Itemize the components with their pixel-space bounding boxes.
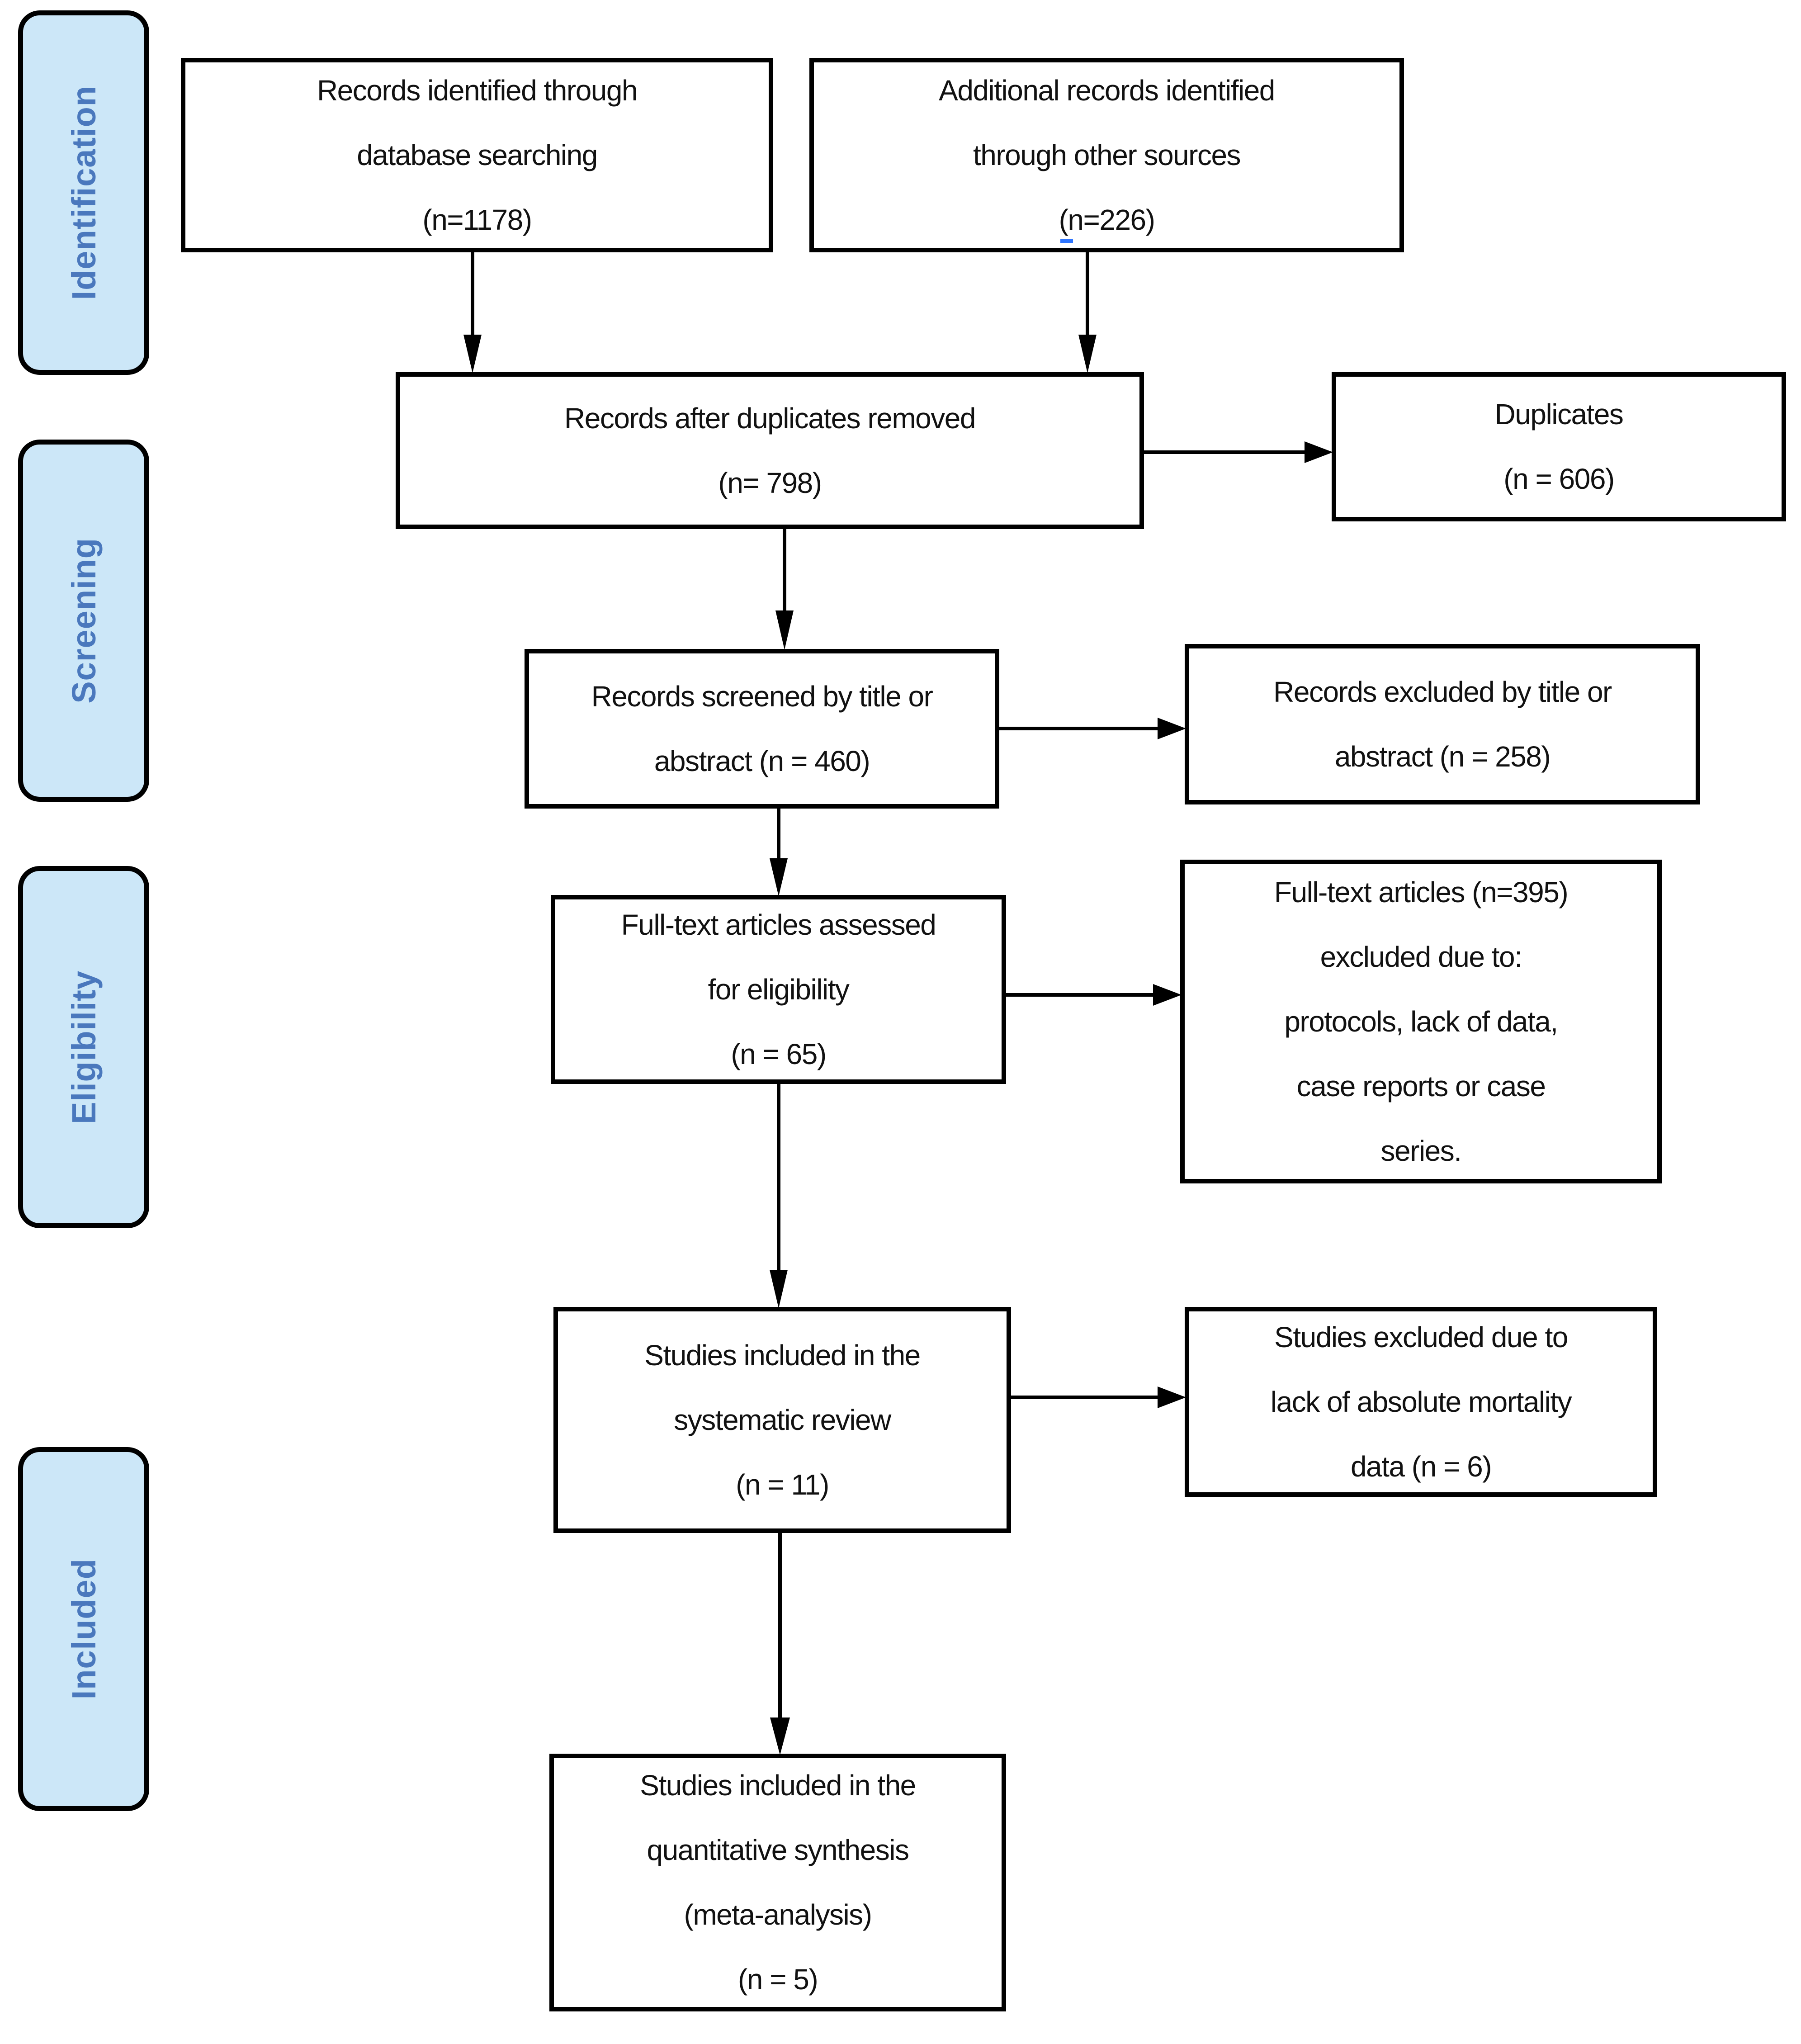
stage-screening-label: Screening <box>65 538 103 704</box>
box-studies-excluded: Studies excluded due to lack of absolute… <box>1185 1307 1657 1497</box>
stage-screening: Screening <box>18 440 149 802</box>
box-line: case reports or case <box>1296 1069 1546 1102</box>
box-line: excluded due to: <box>1320 940 1522 973</box>
box-line: Studies included in the <box>640 1769 916 1802</box>
box-line: Studies included in the <box>644 1339 921 1372</box>
box-line: Records identified through <box>317 74 638 107</box>
box-line: systematic review <box>674 1403 891 1436</box>
box-line: lack of absolute mortality <box>1270 1385 1572 1418</box>
arrow-screened-to-excluded <box>999 718 1186 739</box>
box-line: (n=226) <box>1059 203 1155 236</box>
arrow-fulltext-to-excluded <box>1006 984 1182 1006</box>
box-fulltext-excluded: Full-text articles (n=395) excluded due … <box>1180 860 1662 1183</box>
box-line: Full-text articles assessed <box>621 908 936 941</box>
box-line: quantitative synthesis <box>647 1834 909 1866</box>
box-additional-records: Additional records identified through ot… <box>809 58 1404 252</box>
arrow-fulltext-to-review <box>770 1084 788 1308</box>
arrow-review-to-excluded <box>1011 1386 1186 1408</box>
arrow-review-to-synthesis <box>770 1533 790 1755</box>
box-line: for eligibility <box>708 973 850 1006</box>
arrow-deduped-to-screened <box>775 529 794 650</box>
box-duplicates: Duplicates (n = 606) <box>1332 372 1786 521</box>
box-line: Records after duplicates removed <box>564 402 976 435</box>
box-line: Full-text articles (n=395) <box>1274 875 1569 908</box>
box-line: (n = 5) <box>737 1963 818 1996</box>
stage-eligibility-label: Eligibility <box>65 970 103 1124</box>
box-line: Duplicates <box>1494 398 1624 431</box>
arrow-identified-to-deduped <box>463 252 482 373</box>
box-records-excluded: Records excluded by title or abstract (n… <box>1185 644 1700 804</box>
box-line: Additional records identified <box>939 74 1275 107</box>
box-records-screened: Records screened by title or abstract (n… <box>525 649 999 809</box>
box-systematic-review: Studies included in the systematic revie… <box>553 1307 1011 1533</box>
box-records-identified: Records identified through database sear… <box>181 58 773 252</box>
stage-identification-label: Identification <box>65 85 103 300</box>
box-line: abstract (n = 258) <box>1334 740 1551 773</box>
box-line: series. <box>1380 1134 1462 1167</box>
box-line: Records excluded by title or <box>1273 675 1612 708</box>
box-line: Records screened by title or <box>591 680 933 713</box>
box-line: (n=1178) <box>422 203 532 236</box>
box-line: (n= 798) <box>718 466 822 499</box>
arrow-deduped-to-duplicates <box>1144 441 1333 463</box>
arrow-additional-to-deduped <box>1078 252 1097 373</box>
box-line: (meta-analysis) <box>684 1898 872 1931</box>
box-line: abstract (n = 460) <box>654 744 870 777</box>
box-fulltext-assessed: Full-text articles assessed for eligibil… <box>551 895 1006 1084</box>
box-line: data (n = 6) <box>1350 1450 1492 1483</box>
box-line: Studies excluded due to <box>1274 1320 1568 1353</box>
arrow-screened-to-fulltext <box>770 809 788 896</box>
spellcheck-underline <box>1060 239 1073 243</box>
box-line: database searching <box>357 138 598 171</box>
stage-included-label: Included <box>65 1558 103 1700</box>
box-line: through other sources <box>973 138 1241 171</box>
stage-eligibility: Eligibility <box>18 866 149 1228</box>
box-line: (n = 606) <box>1503 463 1615 495</box>
stage-included: Included <box>18 1447 149 1811</box>
box-line: (n = 65) <box>731 1037 827 1070</box>
box-line: (n = 11) <box>736 1468 829 1501</box>
stage-identification: Identification <box>18 10 149 375</box>
box-after-duplicates: Records after duplicates removed (n= 798… <box>396 372 1144 529</box>
box-line: protocols, lack of data, <box>1284 1005 1558 1038</box>
box-quantitative-synthesis: Studies included in the quantitative syn… <box>549 1754 1006 2011</box>
